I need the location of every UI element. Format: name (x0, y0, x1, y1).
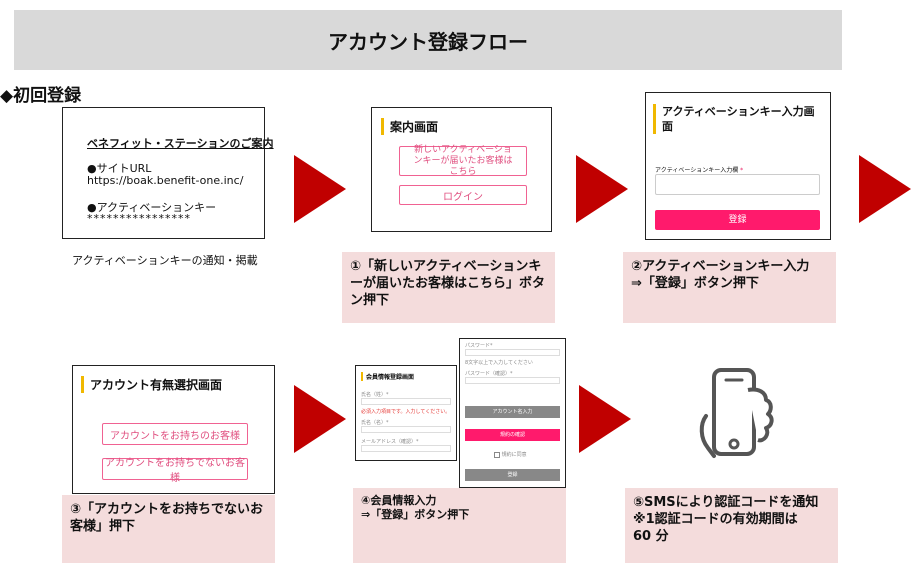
notice-heading: ベネフィット・ステーションのご案内 (87, 137, 274, 150)
activation-key-field-label: アクティベーションキー入力欄 * (655, 165, 743, 174)
section-label: ◆初回登録 (0, 86, 82, 106)
activation-key-label: ●アクティベーションキー (87, 201, 217, 214)
site-url-value: https://boak.benefit-one.inc/ (87, 174, 244, 187)
guide-screen-header: 案内画面 (381, 118, 438, 135)
first-name-input[interactable] (361, 426, 451, 433)
password-confirm-input[interactable] (465, 377, 560, 384)
step5-note-line3: 60 分 (633, 529, 669, 544)
activation-key-field-text: アクティベーションキー入力欄 (655, 167, 739, 174)
error-message: 必須入力項目です。入力してください。 (361, 409, 451, 415)
flow-arrow-5 (579, 385, 631, 453)
step2-note-line2: ⇒「登録」ボタン押下 (631, 276, 759, 291)
register-button[interactable]: 登録 (655, 210, 820, 230)
step2-note-line1: ②アクティベーションキー入力 (631, 259, 810, 274)
new-activation-key-button[interactable]: 新しいアクティベーションキーが届いたお客様はこちら (399, 145, 527, 177)
step1-note: ①「新しいアクティベーションキーが届いたお客様はこちら」ボタン押下 (342, 252, 555, 323)
account-select-screen: アカウント有無選択画面 アカウントをお持ちのお客様 アカウントをお持ちでないお客… (72, 365, 275, 494)
first-name-label: 氏名（名）* (361, 420, 389, 426)
flow-arrow-1 (294, 155, 346, 223)
step3-note: ③「アカウントをお持ちでないお客様」押下 (62, 495, 275, 563)
password-label: パスワード* (465, 343, 493, 349)
step4-note-line1: ④会員情報入力 (361, 494, 437, 507)
smartphone-icon (688, 362, 778, 462)
has-account-button[interactable]: アカウントをお持ちのお客様 (102, 423, 248, 445)
member-form-left: 会員情報登録画面 氏名（姓）* 必須入力項目です。入力してください。 氏名（名）… (355, 365, 457, 461)
password-input[interactable] (465, 349, 560, 356)
last-name-label: 氏名（姓）* (361, 392, 389, 398)
account-name-button[interactable]: アカウント名入力 (465, 406, 560, 418)
site-url-label: ●サイトURL (87, 162, 152, 175)
member-form-right: パスワード* 8文字以上で入力してください パスワード（確認）* アカウント名入… (459, 338, 566, 488)
last-name-input[interactable] (361, 398, 451, 405)
checkbox-box[interactable] (494, 451, 500, 458)
member-register-button[interactable]: 登録 (465, 469, 560, 481)
email-confirm-input[interactable] (361, 445, 451, 452)
agree-checkbox[interactable]: 規約に同意 (494, 451, 527, 458)
step2-note: ②アクティベーションキー入力 ⇒「登録」ボタン押下 (623, 252, 836, 323)
account-select-header: アカウント有無選択画面 (81, 376, 222, 393)
password-confirm-label: パスワード（確認）* (465, 371, 513, 377)
flow-title: アカウント登録フロー (14, 10, 842, 70)
required-mark: * (740, 167, 744, 174)
login-button[interactable]: ログイン (399, 185, 527, 205)
step1-note-text: ①「新しいアクティベーションキーが届いたお客様はこちら」ボタン押下 (350, 259, 546, 308)
no-account-button[interactable]: アカウントをお持ちでないお客様 (102, 458, 248, 484)
terms-button[interactable]: 規約の確認 (465, 429, 560, 441)
member-form-header: 会員情報登録画面 (361, 372, 414, 381)
activation-key-value: **************** (87, 212, 191, 225)
flow-arrow-2 (576, 155, 628, 223)
step5-note: ⑤SMSにより認証コードを通知 ※1認証コードの有効期間は 60 分 (625, 488, 838, 563)
notice-screen: ベネフィット・ステーションのご案内 ●サイトURL https://boak.b… (62, 107, 274, 239)
step4-note-line2: ⇒「登録」ボタン押下 (361, 508, 470, 521)
guide-screen: 案内画面 新しいアクティベーションキーが届いたお客様はこちら ログイン (371, 107, 552, 232)
flow-arrow-4 (294, 385, 346, 453)
step3-note-text: ③「アカウントをお持ちでないお客様」押下 (70, 502, 264, 534)
step5-note-line2: ※1認証コードの有効期間は (633, 512, 798, 527)
password-hint: 8文字以上で入力してください (465, 360, 533, 366)
email-confirm-label: メールアドレス（確認）* (361, 439, 419, 445)
step5-note-line1: ⑤SMSにより認証コードを通知 (633, 495, 819, 510)
activation-screen: アクティベーションキー入力画面 アクティベーションキー入力欄 * 登録 (645, 92, 831, 240)
activation-key-input[interactable] (655, 174, 820, 195)
step4-note: ④会員情報入力 ⇒「登録」ボタン押下 (353, 488, 566, 563)
agree-checkbox-label: 規約に同意 (501, 452, 527, 458)
notice-caption: アクティベーションキーの通知・掲載 (72, 254, 258, 267)
flow-arrow-3 (859, 155, 911, 223)
activation-screen-header: アクティベーションキー入力画面 (653, 104, 823, 134)
